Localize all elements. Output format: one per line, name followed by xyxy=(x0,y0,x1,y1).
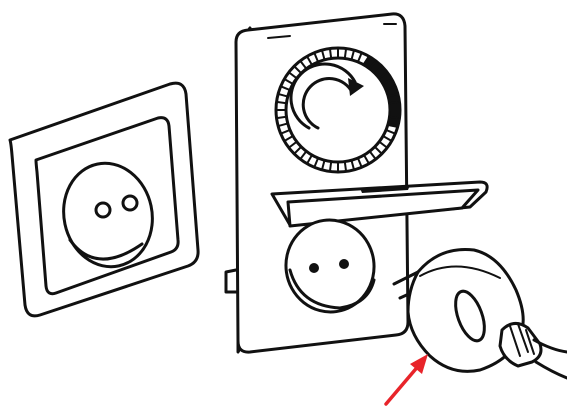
timer-dial-icon xyxy=(276,48,401,172)
dial-tick xyxy=(278,102,287,103)
dial-tick xyxy=(390,102,399,103)
dial-tick xyxy=(390,117,399,118)
dial-tick xyxy=(345,162,346,171)
wall-socket-icon xyxy=(10,83,198,316)
red-pointer-arrow-icon xyxy=(386,354,428,404)
dial-tick xyxy=(278,117,287,118)
dial-tick xyxy=(330,162,331,171)
dial-tick xyxy=(330,50,331,59)
dial-tick xyxy=(345,50,346,59)
